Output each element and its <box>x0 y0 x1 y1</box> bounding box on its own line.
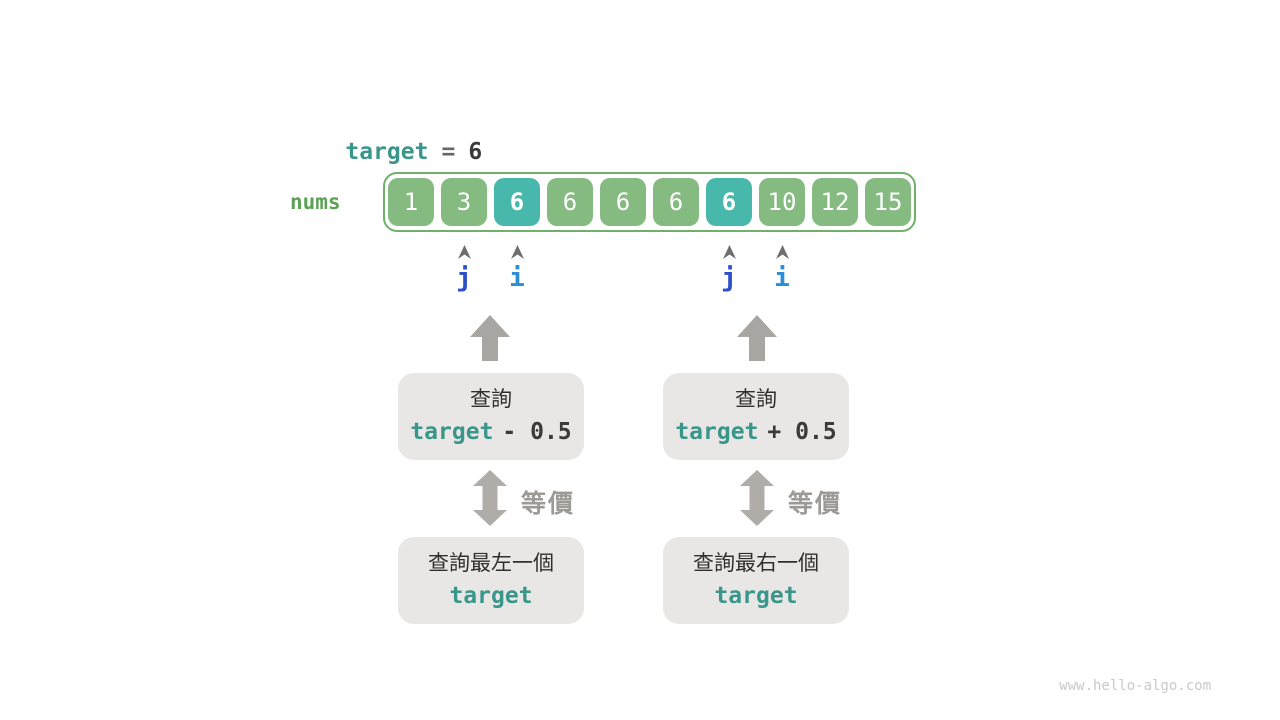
caret-up-icon <box>722 245 736 259</box>
pointer-label-i: i <box>774 263 790 293</box>
array-cell-highlighted: 6 <box>706 178 752 226</box>
query-expression: target+ 0.5 <box>675 419 837 445</box>
query-box-right: 查詢 target+ 0.5 <box>663 373 849 460</box>
array-cell: 6 <box>600 178 646 226</box>
target-expression: target = 6 <box>290 113 482 191</box>
pointer-i: i <box>767 245 797 293</box>
query-label: 查詢 <box>470 388 512 411</box>
pointer-label-j: j <box>456 263 472 293</box>
double-arrow-left-icon <box>473 470 507 526</box>
target-value: 6 <box>468 139 483 165</box>
nums-label: nums <box>290 190 341 214</box>
result-label: 查詢最右一個 <box>693 552 819 575</box>
array-cell: 1 <box>388 178 434 226</box>
pointer-i: i <box>502 245 532 293</box>
caret-up-icon <box>775 245 789 259</box>
array-cell: 3 <box>441 178 487 226</box>
double-arrow-right-icon <box>740 470 774 526</box>
equivalence-label-right: 等價 <box>788 490 843 518</box>
equals-sign: = <box>441 139 456 165</box>
result-box-left: 查詢最左一個 target <box>398 537 584 624</box>
array-cell: 12 <box>812 178 858 226</box>
array-cell: 10 <box>759 178 805 226</box>
watermark: www.hello-algo.com <box>1059 678 1211 694</box>
pointer-j: j <box>449 245 479 293</box>
array-cell: 6 <box>547 178 593 226</box>
caret-up-icon <box>510 245 524 259</box>
caret-up-icon <box>457 245 471 259</box>
result-box-right: 查詢最右一個 target <box>663 537 849 624</box>
result-label: 查詢最左一個 <box>428 552 554 575</box>
array-cell: 15 <box>865 178 911 226</box>
query-label: 查詢 <box>735 388 777 411</box>
query-box-left: 查詢 target- 0.5 <box>398 373 584 460</box>
pointer-label-j: j <box>721 263 737 293</box>
pointer-j: j <box>714 245 744 293</box>
up-arrow-left-icon <box>470 315 510 361</box>
result-expression: target <box>449 583 533 609</box>
result-expression: target <box>714 583 798 609</box>
array-cell: 6 <box>653 178 699 226</box>
query-expression: target- 0.5 <box>410 419 572 445</box>
target-var-name: target <box>345 139 429 165</box>
array-cell-highlighted: 6 <box>494 178 540 226</box>
pointer-label-i: i <box>509 263 525 293</box>
up-arrow-right-icon <box>737 315 777 361</box>
equivalence-label-left: 等價 <box>521 490 576 518</box>
